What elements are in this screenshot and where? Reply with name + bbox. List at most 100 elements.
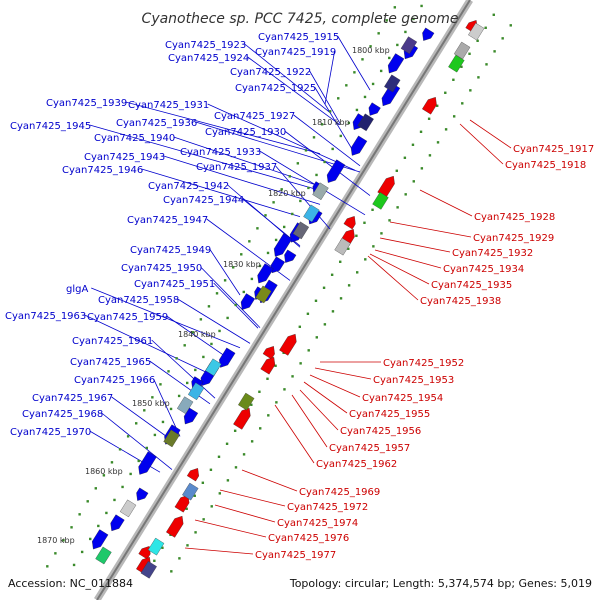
tick-dot: [143, 409, 146, 412]
reverse-connector: [367, 255, 419, 301]
reverse-gene-shape: [343, 216, 356, 230]
reverse-gene-label: Cyan7425_1974: [277, 518, 358, 529]
tick-dot: [225, 442, 229, 445]
tick-dot: [304, 149, 308, 152]
reverse-box-shape: [238, 392, 255, 411]
forward-gene-label: Cyan7425_1925: [235, 83, 316, 94]
forward-gene-label: Cyan7425_1965: [70, 357, 151, 368]
tick-dot: [215, 292, 219, 295]
forward-box: [119, 499, 137, 518]
tick-dot: [242, 290, 245, 294]
tick-dot: [207, 305, 211, 308]
reverse-gene-label: Cyan7425_1977: [255, 550, 336, 561]
tick-dot: [501, 37, 504, 40]
tick-dot: [233, 429, 237, 432]
reverse-gene-label: Cyan7425_1934: [443, 264, 524, 275]
reverse-connector: [194, 519, 267, 538]
reverse-gene-label: Cyan7425_1972: [287, 502, 368, 513]
tick-dot: [201, 481, 205, 484]
reverse-connector: [419, 189, 473, 217]
tick-dot: [240, 253, 243, 256]
tick-dot: [492, 13, 495, 16]
tick-dot: [307, 186, 310, 190]
tick-dot: [137, 459, 140, 463]
forward-gene-label: Cyan7425_1970: [10, 427, 91, 438]
tick-dot: [151, 396, 154, 399]
tick-dot: [231, 266, 235, 269]
tick-dot: [339, 134, 342, 138]
reverse-box-shape: [334, 237, 351, 256]
reverse-gene-label: Cyan7425_1954: [362, 393, 443, 404]
reverse-box-shape: [448, 54, 465, 73]
forward-connector: [149, 360, 211, 405]
tick-dot: [86, 500, 89, 503]
forward-gene-shape: [326, 159, 346, 183]
tick-dot: [485, 63, 488, 66]
tick-dot: [191, 331, 194, 334]
tick-dot: [347, 284, 351, 287]
forward-gene-shape: [92, 529, 109, 550]
tick-dot: [153, 433, 157, 437]
tick-dot: [314, 299, 318, 302]
tick-dot: [272, 201, 275, 204]
tick-dot: [177, 394, 181, 398]
forward-box-shape: [187, 382, 205, 401]
forward-gene-shape: [387, 53, 405, 74]
forward-box: [400, 36, 418, 55]
reverse-gene-label: Cyan7425_1932: [452, 248, 533, 259]
forward-connector: [84, 314, 211, 375]
tick-dot: [259, 427, 262, 430]
tick-dot: [264, 214, 267, 217]
tick-dot: [484, 26, 487, 29]
tick-dot: [210, 342, 213, 346]
forward-connector: [101, 412, 173, 470]
tick-dot: [345, 84, 348, 87]
forward-gene-shape: [273, 233, 293, 257]
tick-dot: [493, 50, 496, 53]
forward-box-shape: [255, 285, 272, 304]
gene-features: [92, 20, 485, 579]
tick-dot: [223, 279, 227, 282]
tick-dot: [234, 466, 238, 469]
tick-dot: [274, 364, 277, 367]
genome-info-text: Topology: circular; Length: 5,374,574 bp…: [289, 577, 592, 590]
reverse-gene: [262, 346, 275, 360]
reverse-connector: [241, 469, 298, 492]
reverse-gene: [186, 468, 199, 482]
tick-dot: [118, 448, 122, 451]
tick-dot: [322, 286, 326, 289]
tick-dot: [94, 487, 97, 490]
reverse-box: [334, 237, 351, 256]
reverse-gene-label: Cyan7425_1955: [349, 409, 430, 420]
tick-dot: [274, 238, 278, 242]
reverse-connector: [219, 489, 286, 507]
forward-connector: [284, 130, 371, 196]
tick-dot: [78, 513, 81, 516]
tick-dot: [328, 110, 332, 113]
tick-dot: [234, 303, 237, 307]
forward-connector: [166, 315, 231, 360]
forward-gene-shape: [368, 102, 381, 116]
tick-dot: [226, 316, 229, 320]
forward-gene-label: Cyan7425_1915: [258, 32, 339, 43]
forward-box: [357, 113, 374, 132]
reverse-box: [468, 22, 485, 41]
tick-dot: [347, 121, 351, 125]
forward-connector: [151, 339, 216, 399]
forward-box-shape: [119, 499, 137, 518]
forward-gene-shape: [183, 407, 199, 425]
forward-gene-label: Cyan7425_1924: [168, 53, 249, 64]
tick-dot: [145, 446, 148, 450]
reverse-box: [140, 560, 157, 579]
tick-dot: [288, 175, 291, 178]
tick-dot: [194, 368, 197, 372]
forward-connector: [177, 298, 251, 344]
reverse-connector: [379, 237, 451, 253]
forward-gene-label: Cyan7425_1968: [22, 409, 103, 420]
forward-gene-label: Cyan7425_1967: [32, 393, 113, 404]
tick-dot: [323, 160, 326, 164]
tick-dot: [202, 355, 205, 359]
forward-gene-label: Cyan7425_1943: [84, 152, 165, 163]
tick-dot: [428, 154, 432, 157]
tick-dot: [209, 468, 213, 471]
